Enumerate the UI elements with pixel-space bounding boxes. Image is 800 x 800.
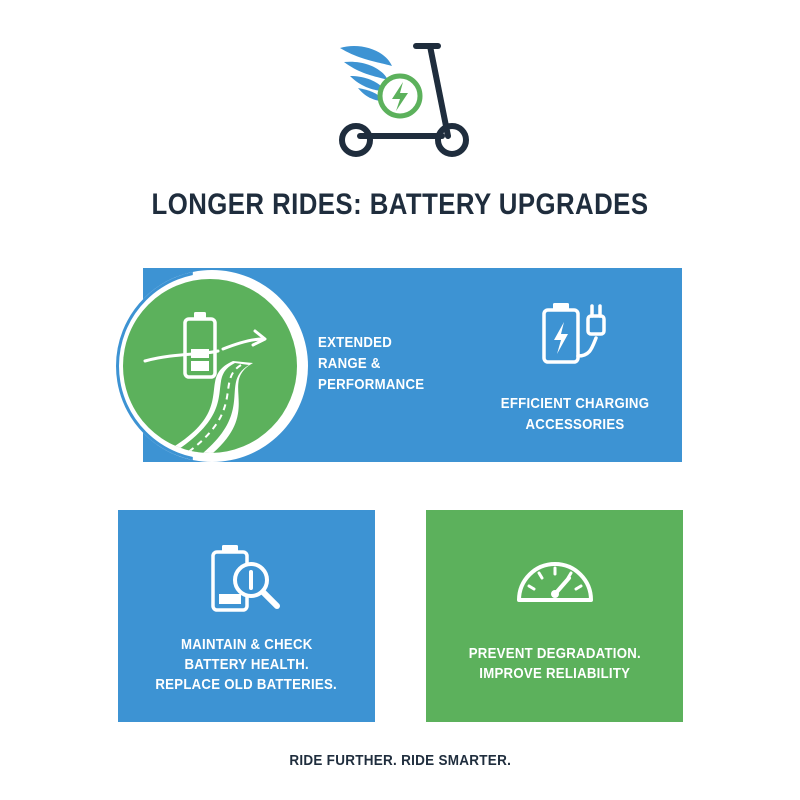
footer-tagline: RIDE FURTHER. RIDE SMARTER. [289, 752, 511, 769]
battery-road-arrow-icon [123, 279, 297, 453]
battery-health-card: MAINTAIN & CHECK BATTERY HEALTH. REPLACE… [118, 510, 375, 722]
range-feature-text: EXTENDED RANGE & PERFORMANCE [318, 334, 425, 393]
page-title: LONGER RIDES: BATTERY UPGRADES [151, 188, 649, 221]
battery-magnifier-icon [207, 542, 287, 614]
charging-feature-text: EFFICIENT CHARGING ACCESSORIES [500, 395, 650, 433]
speedometer-icon [513, 554, 597, 606]
scooter-logo-icon [330, 36, 475, 161]
battery-health-text: MAINTAIN & CHECK BATTERY HEALTH. REPLACE… [155, 636, 338, 693]
battery-plug-icon [540, 298, 612, 366]
reliability-card: PREVENT DEGRADATION. IMPROVE RELIABILITY [426, 510, 683, 722]
reliability-text: PREVENT DEGRADATION. IMPROVE RELIABILITY [468, 645, 641, 682]
